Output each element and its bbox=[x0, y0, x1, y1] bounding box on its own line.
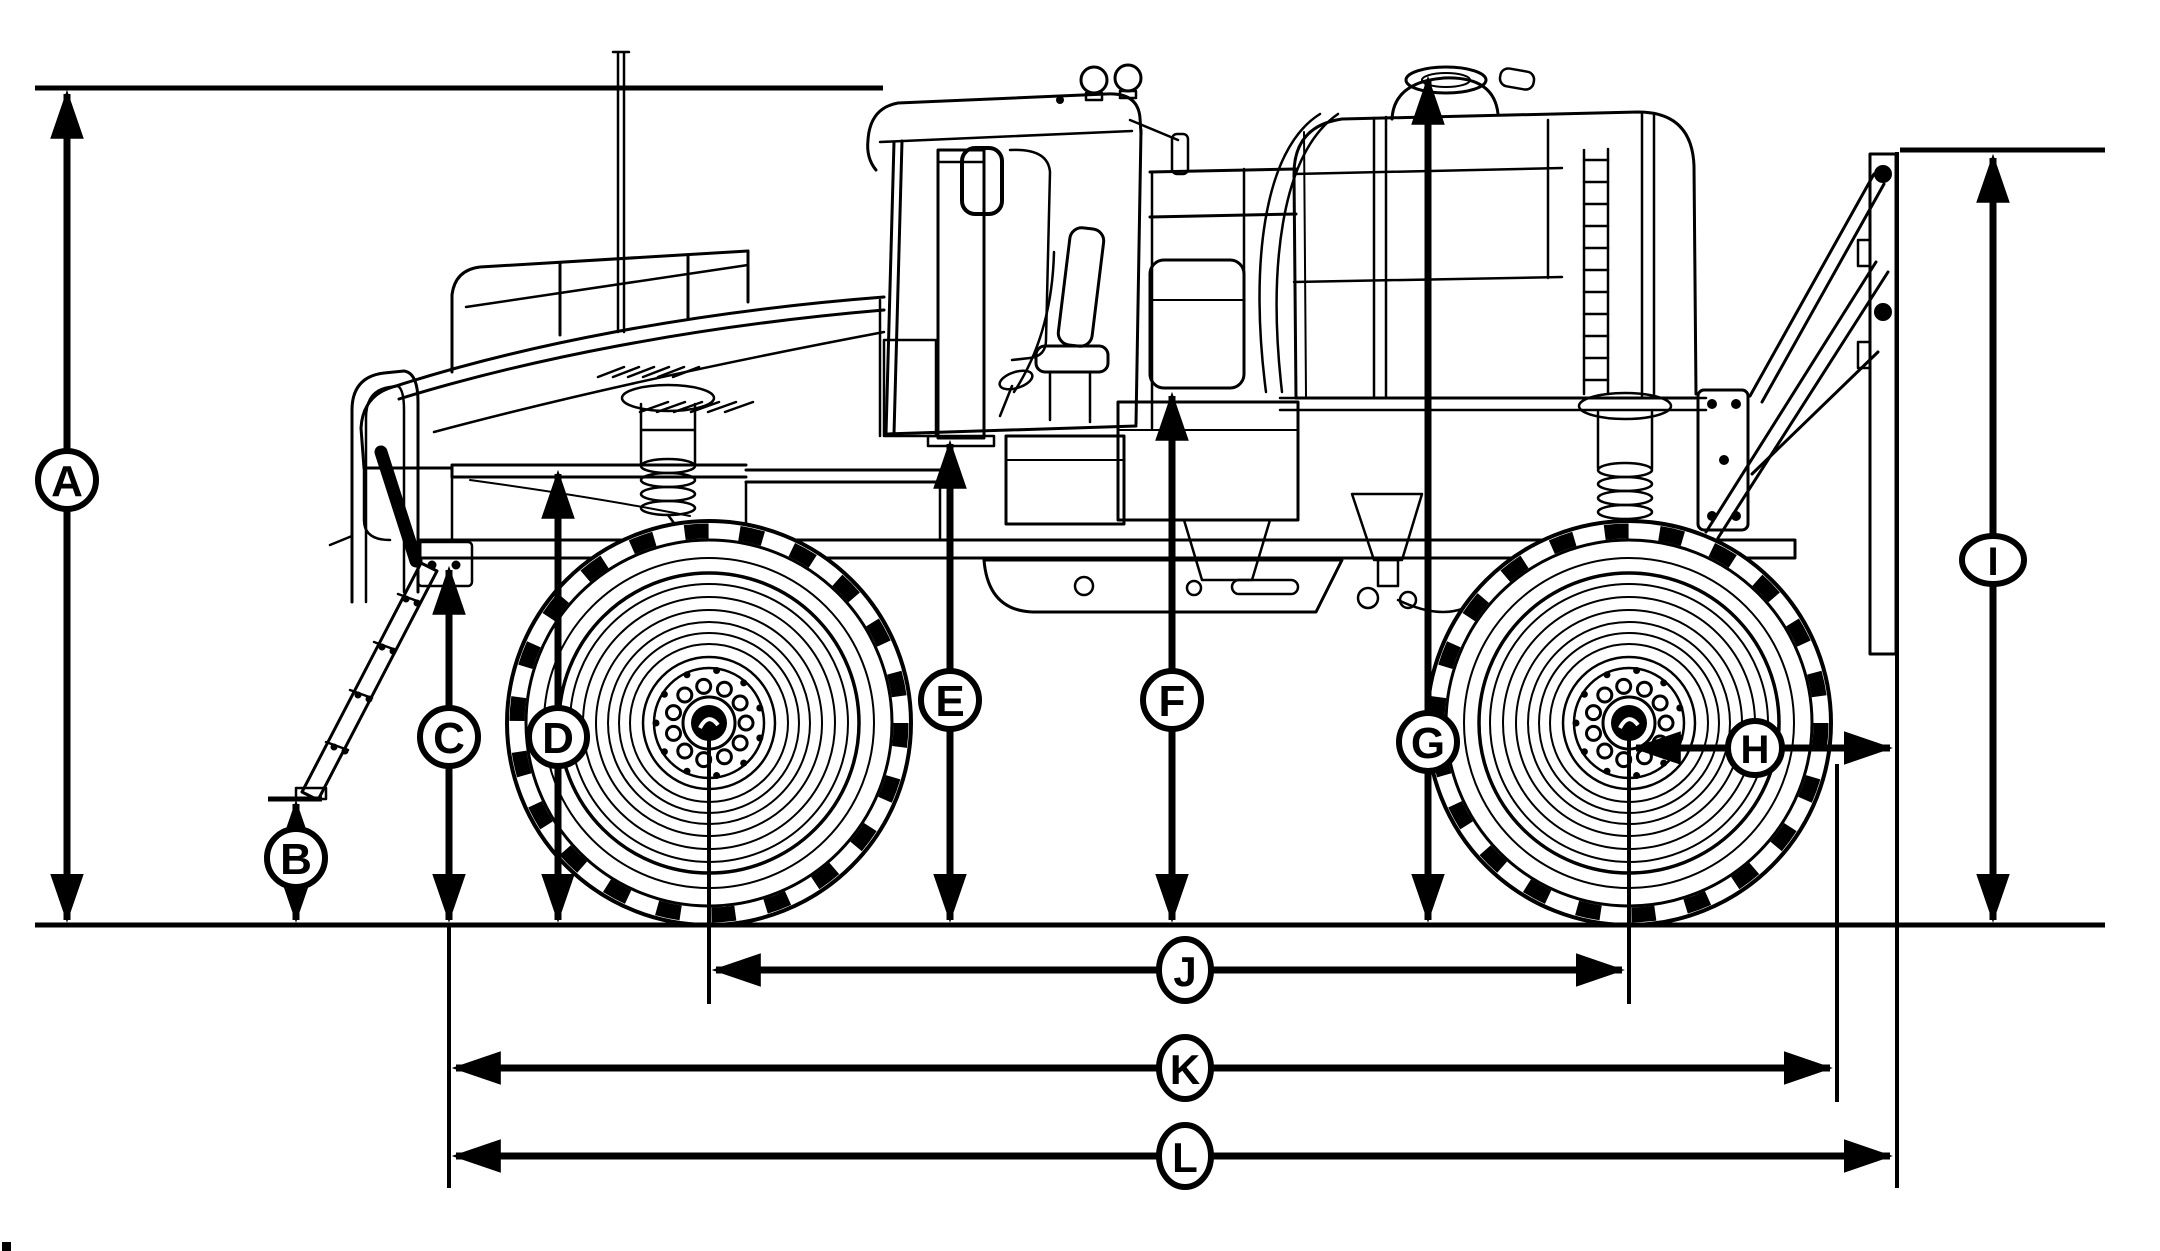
operator-seat bbox=[1034, 226, 1110, 424]
antenna bbox=[611, 50, 631, 334]
badge-i: I bbox=[1959, 533, 2027, 587]
dim-letter-a: A bbox=[51, 457, 83, 506]
badge-e: E bbox=[918, 668, 982, 732]
dim-letter-h: H bbox=[1741, 728, 1770, 772]
mid-equipment bbox=[982, 400, 1344, 614]
extension-lines bbox=[447, 152, 1899, 1188]
badge-b: B bbox=[264, 826, 328, 890]
cab-window bbox=[960, 146, 1004, 216]
engine-hood bbox=[359, 295, 886, 542]
dim-letter-i: I bbox=[1987, 540, 1998, 584]
hood-support-cylinder bbox=[374, 445, 423, 568]
front-guard-rail bbox=[328, 369, 420, 604]
hood-handrail bbox=[450, 249, 750, 374]
rinse-tank bbox=[1148, 258, 1246, 390]
badge-l: L bbox=[1156, 1122, 1214, 1190]
dim-letter-g: G bbox=[1411, 719, 1445, 768]
beacon-light-icon bbox=[1113, 63, 1143, 93]
sprayer-line-art bbox=[294, 50, 1898, 802]
badge-a: A bbox=[35, 448, 99, 512]
badge-h: H bbox=[1725, 718, 1785, 778]
badge-d: D bbox=[526, 705, 590, 769]
page-corner-artifact bbox=[2, 1242, 11, 1251]
dim-letter-c: C bbox=[433, 714, 465, 763]
cab bbox=[866, 63, 1190, 436]
tank-sump bbox=[1350, 492, 1480, 614]
dim-letter-j: J bbox=[1173, 948, 1196, 995]
badge-k: K bbox=[1156, 1034, 1214, 1102]
rear-suspension-strut bbox=[1577, 391, 1673, 562]
dim-letter-b: B bbox=[280, 835, 312, 884]
badge-g: G bbox=[1396, 710, 1460, 774]
dim-letter-k: K bbox=[1170, 1046, 1200, 1093]
front-ladder bbox=[294, 561, 439, 802]
dim-letter-f: F bbox=[1159, 677, 1186, 726]
dim-letter-d: D bbox=[542, 714, 574, 763]
cowl-box bbox=[882, 338, 938, 438]
mirror-icon bbox=[1128, 118, 1190, 176]
tank-ladder bbox=[1582, 147, 1610, 396]
beacon-light-icon bbox=[1079, 65, 1109, 95]
badge-c: C bbox=[417, 705, 481, 769]
dim-letter-e: E bbox=[935, 677, 964, 726]
badge-f: F bbox=[1140, 668, 1204, 732]
badge-j: J bbox=[1156, 936, 1214, 1004]
steering-wheel bbox=[998, 369, 1034, 418]
dimension-badges: A B C D E F G H bbox=[35, 448, 2027, 1190]
solution-tank bbox=[1278, 65, 1708, 412]
dim-letter-l: L bbox=[1172, 1134, 1198, 1181]
mid-platform bbox=[1148, 112, 1340, 430]
